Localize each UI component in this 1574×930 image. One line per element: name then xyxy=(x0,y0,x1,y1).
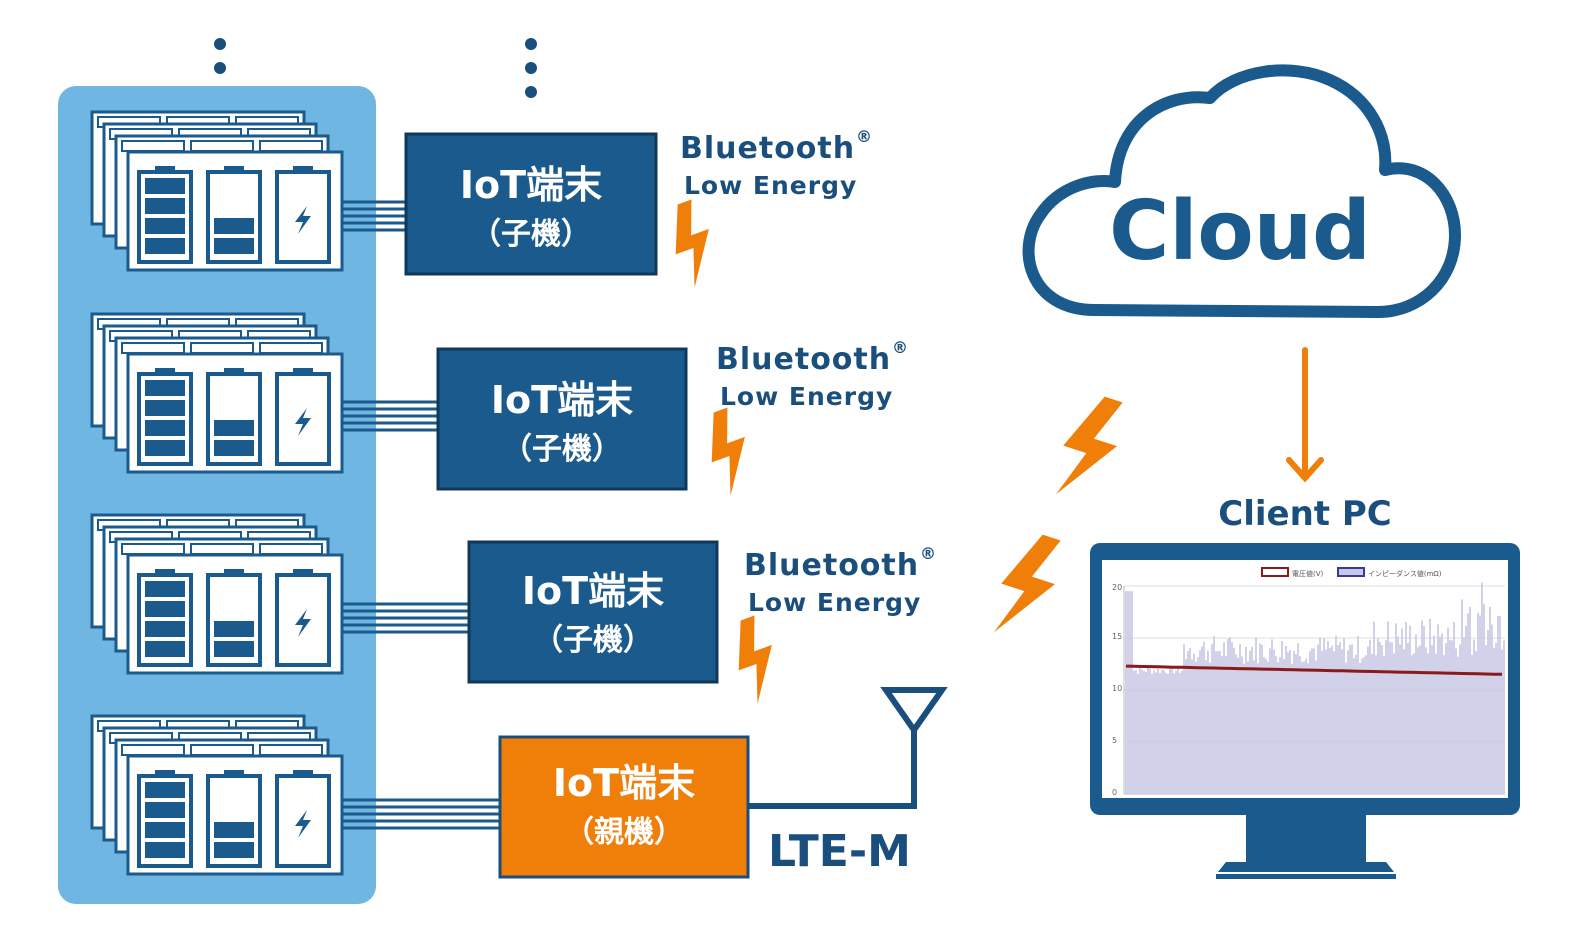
ble-registered-mark: ® xyxy=(892,338,908,357)
iot-device-child-3: IoT端末 （子機） xyxy=(467,540,719,684)
battery-stacks xyxy=(90,110,344,876)
cables xyxy=(342,200,500,830)
battery-icon xyxy=(206,770,262,868)
device-label: IoT端末 xyxy=(522,569,664,613)
device-label: IoT端末 xyxy=(553,761,695,805)
device-role: （子機） xyxy=(533,623,653,658)
battery-icon xyxy=(206,368,262,466)
device-role: （子機） xyxy=(471,217,591,252)
lightning-icon xyxy=(1055,396,1123,495)
device-label: IoT端末 xyxy=(491,378,633,422)
battery-icon xyxy=(137,368,193,466)
cloud-label: Cloud xyxy=(1109,184,1371,279)
battery-icon xyxy=(137,569,193,667)
cloud-icon: Cloud xyxy=(1022,64,1461,318)
ble-label-2: Bluetooth ® Low Energy xyxy=(716,338,908,411)
legend-voltage: 電圧値(V) xyxy=(1292,569,1324,578)
cable-bundle xyxy=(342,602,469,634)
ble-subtitle: Low Energy xyxy=(720,382,893,411)
y-tick: 20 xyxy=(1112,583,1122,592)
battery-stack xyxy=(90,110,344,272)
vertical-ellipsis-icon xyxy=(525,38,537,98)
battery-stack xyxy=(90,714,344,876)
lightning-bolts xyxy=(675,199,1123,704)
legend-impedance: インピーダンス値(mΩ) xyxy=(1368,569,1442,578)
device-role: （親機） xyxy=(564,815,684,850)
ble-title: Bluetooth xyxy=(680,131,855,166)
battery-icon xyxy=(137,166,193,264)
battery-icon xyxy=(137,770,193,868)
ble-title: Bluetooth xyxy=(716,342,891,377)
y-tick: 0 xyxy=(1112,788,1117,797)
battery-icon xyxy=(275,770,331,868)
ble-registered-mark: ® xyxy=(920,544,936,563)
iot-device-parent: IoT端末 （親機） xyxy=(498,735,750,879)
battery-icon xyxy=(275,166,331,264)
ble-subtitle: Low Energy xyxy=(748,588,921,617)
legend-swatch-voltage xyxy=(1261,567,1289,577)
arrow-down-icon xyxy=(1286,347,1324,483)
chart-y-ticks: 20 15 10 5 0 xyxy=(1112,583,1122,797)
cable-bundle xyxy=(342,200,406,232)
ble-registered-mark: ® xyxy=(856,127,872,146)
voltage-line xyxy=(1125,664,1503,676)
cable-bundle xyxy=(342,400,438,432)
lightning-icon xyxy=(295,609,311,637)
antenna-icon xyxy=(748,687,948,809)
iot-device-child-1: IoT端末 （子機） xyxy=(404,132,658,276)
y-tick: 5 xyxy=(1112,736,1117,745)
chart-legend: 電圧値(V) インピーダンス値(mΩ) xyxy=(1261,567,1442,578)
lightning-icon xyxy=(295,810,311,838)
battery-icon xyxy=(206,569,262,667)
lte-label: LTE-M xyxy=(768,826,911,877)
battery-icon xyxy=(275,569,331,667)
battery-icon xyxy=(206,166,262,264)
client-pc-label: Client PC xyxy=(1218,494,1392,534)
battery-stack xyxy=(90,312,344,474)
ble-title: Bluetooth xyxy=(744,548,919,583)
battery-icon xyxy=(275,368,331,466)
lightning-icon xyxy=(993,534,1061,633)
y-tick: 10 xyxy=(1112,684,1122,693)
lightning-icon xyxy=(675,199,709,288)
monitor-chart: 電圧値(V) インピーダンス値(mΩ) 20 15 10 5 0 xyxy=(1112,567,1505,797)
ble-label-3: Bluetooth ® Low Energy xyxy=(744,544,936,617)
lightning-icon xyxy=(711,407,745,496)
y-tick: 15 xyxy=(1112,632,1122,641)
device-role: （子機） xyxy=(502,432,622,467)
lightning-icon xyxy=(738,615,772,704)
legend-swatch-impedance xyxy=(1337,567,1365,577)
ble-label-1: Bluetooth ® Low Energy xyxy=(680,127,872,200)
ble-subtitle: Low Energy xyxy=(684,171,857,200)
cable-bundle xyxy=(342,798,500,830)
battery-stack xyxy=(90,513,344,675)
impedance-bars xyxy=(1125,582,1505,794)
lightning-icon xyxy=(295,206,311,234)
battery-rack-panel xyxy=(58,86,376,904)
iot-device-child-2: IoT端末 （子機） xyxy=(436,347,688,491)
device-label: IoT端末 xyxy=(460,163,602,207)
lightning-icon xyxy=(295,408,311,436)
